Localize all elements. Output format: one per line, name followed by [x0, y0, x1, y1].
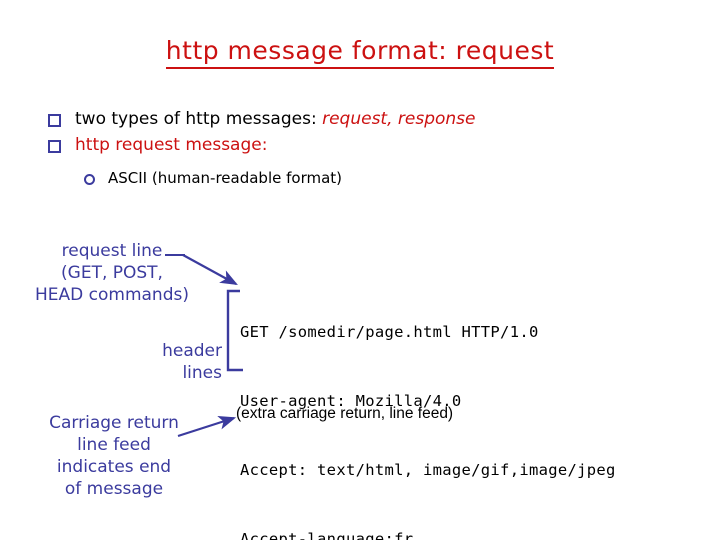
circle-bullet-icon [84, 174, 95, 185]
bullet-list: two types of http messages: request, res… [48, 108, 688, 160]
sub-bullet-label: ASCII (human-readable format) [108, 169, 343, 187]
annotation-carriage-return-row2: line feed [77, 435, 151, 455]
page-title: http message format: request [0, 36, 720, 69]
annotation-header-lines-row1: header [162, 341, 222, 361]
annotation-header-lines: header lines [60, 340, 222, 384]
http-request-message: GET /somedir/page.html HTTP/1.0 User-age… [240, 275, 616, 540]
http-header-user-agent: User-agent: Mozilla/4.0 [240, 392, 462, 410]
annotation-request-line: request line (GET, POST, HEAD commands) [0, 240, 224, 306]
bullet-item-message-types: two types of http messages: request, res… [48, 108, 688, 130]
annotation-header-lines-row2: lines [182, 363, 222, 383]
extra-crlf-note: (extra carriage return, line feed) [236, 405, 454, 422]
bullet-item-request-message: http request message: [48, 134, 688, 156]
annotation-carriage-return-row4: of message [64, 479, 164, 499]
square-bullet-icon [48, 140, 61, 153]
sub-bullet-item-ascii: ASCII (human-readable format) [84, 168, 342, 188]
annotation-request-line-row1: request line [61, 241, 163, 261]
page-title-text: http message format: request [165, 36, 555, 69]
square-bullet-icon [48, 114, 61, 127]
sub-bullet-list: ASCII (human-readable format) [84, 168, 342, 188]
annotation-carriage-return-row1: Carriage return [49, 413, 179, 433]
annotation-carriage-return-row3: indicates end [56, 457, 172, 477]
annotation-request-line-row2: (GET, POST, [61, 263, 163, 283]
bullet-item-label: two types of http messages: request, res… [75, 108, 475, 130]
annotation-carriage-return: Carriage return line feed indicates end … [0, 412, 228, 500]
http-header-accept: Accept: text/html, image/gif,image/jpeg [240, 461, 616, 479]
bullet-text-plain: two types of http messages: [75, 109, 323, 129]
bullet-item-label: http request message: [75, 135, 268, 155]
bullet-text-emphasis: request, response [322, 109, 476, 129]
annotation-request-line-row3: HEAD commands) [35, 285, 189, 305]
http-header-accept-language: Accept-language:fr [240, 530, 414, 540]
http-request-line: GET /somedir/page.html HTTP/1.0 [240, 323, 539, 341]
